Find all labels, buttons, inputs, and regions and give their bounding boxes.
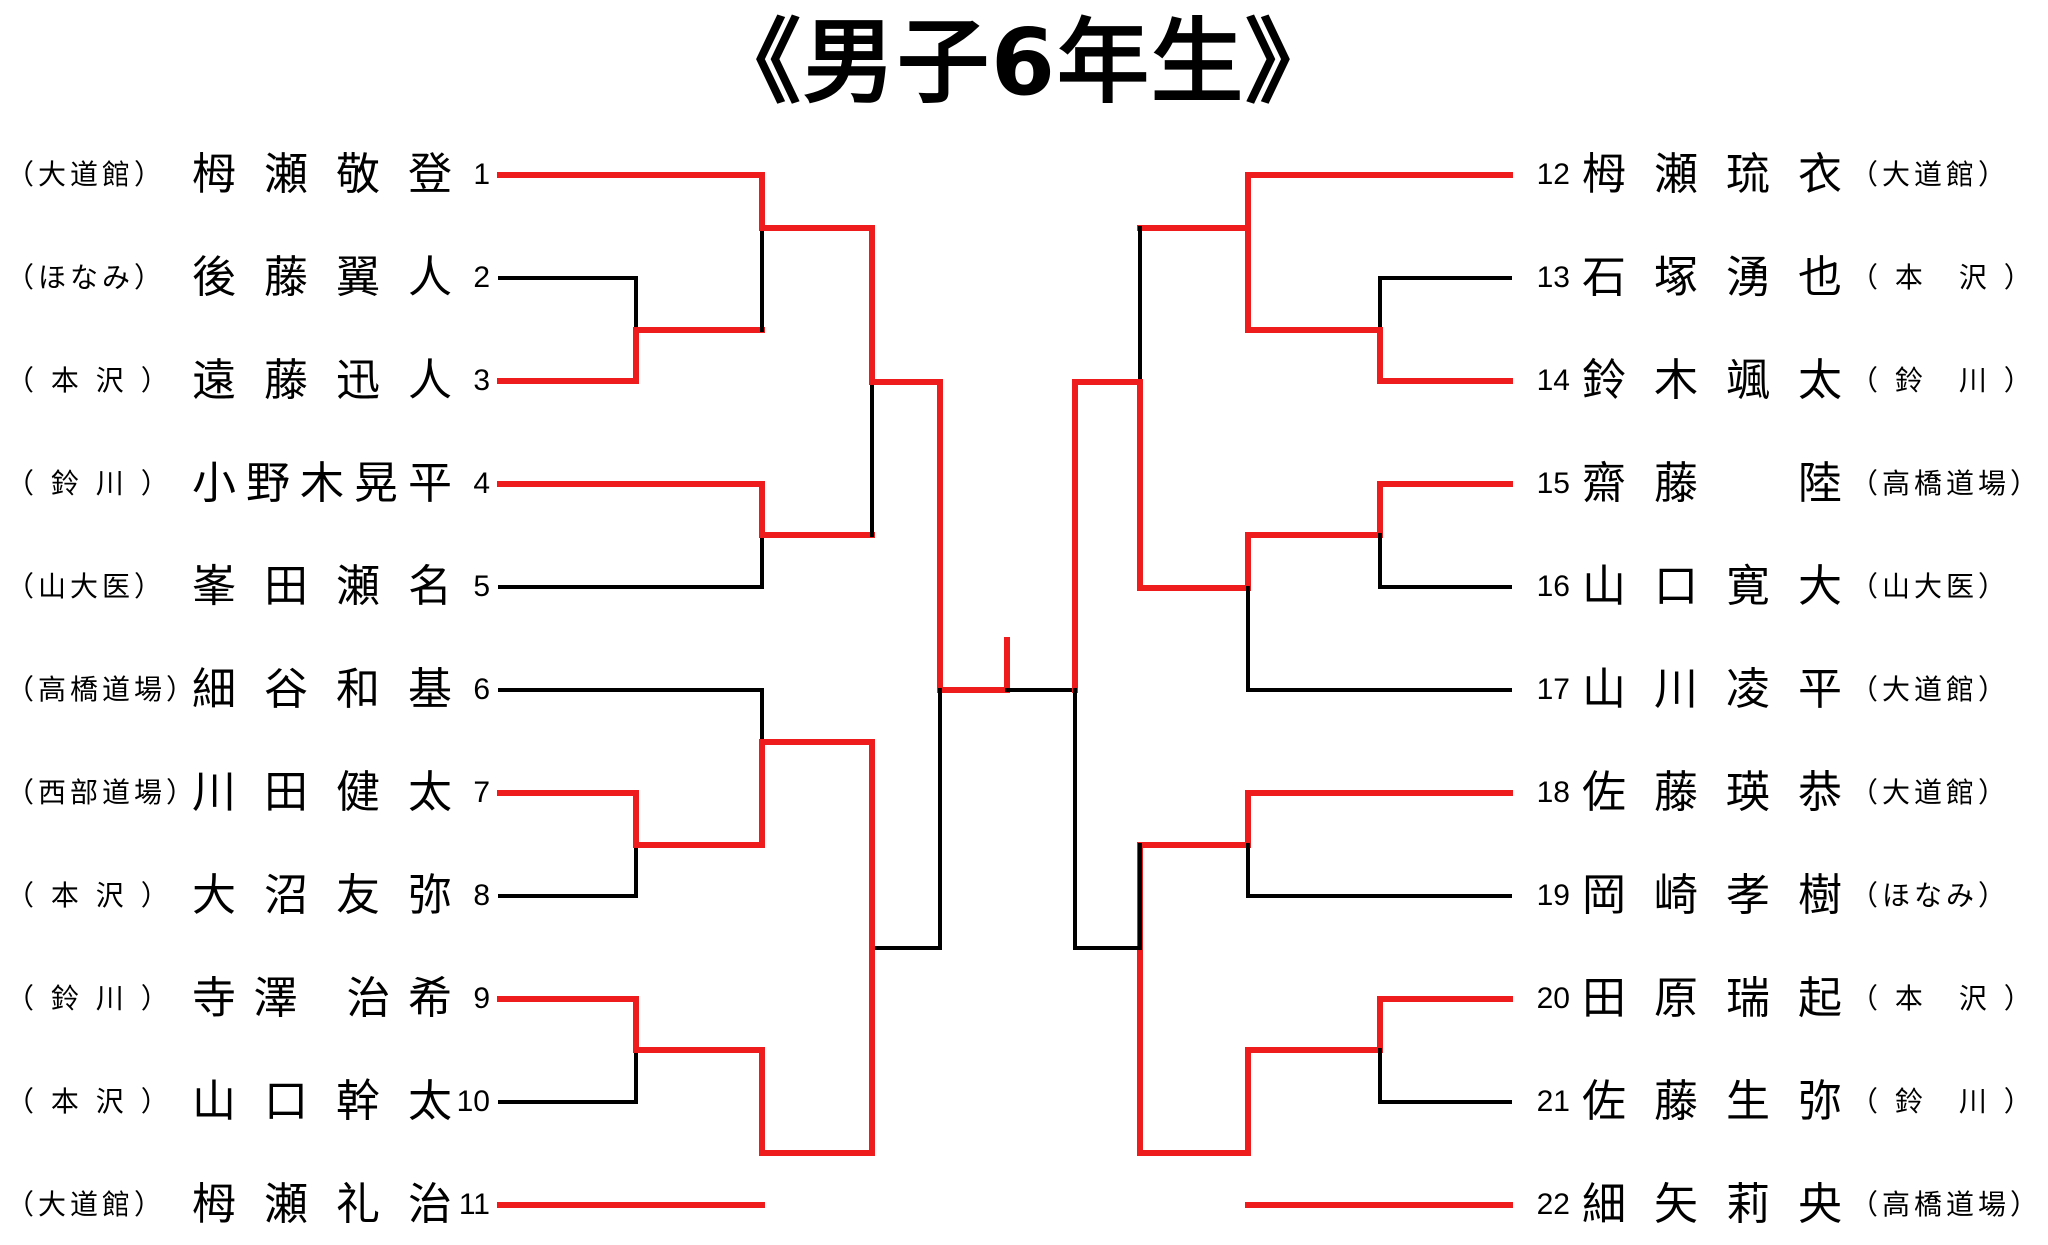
entrant-seed: 3 xyxy=(473,364,490,397)
entrant-row: （山大医） 峯田瀬名 5 xyxy=(0,547,2048,627)
entrant-row: （ 本 沢 ） 遠藤迅人 3 xyxy=(0,341,2048,421)
entrant-name: 細谷和基 xyxy=(192,664,452,715)
entrant-row: （ 鈴 川 ）佐藤生弥 21 xyxy=(0,1062,2048,1142)
entrant-row: （ 本 沢 ）石塚湧也 13 xyxy=(0,238,2048,318)
entrant-seed: 10 xyxy=(456,1085,490,1118)
entrant-name: 小野木晃平 xyxy=(192,458,452,509)
entrant-club: （ほなみ） xyxy=(1850,879,2011,912)
entrant-name: 寺澤 治希 xyxy=(192,973,452,1024)
entrant-club: （大道館） xyxy=(1850,158,2011,191)
entrant-club: （大道館） xyxy=(6,158,167,191)
entrant-seed: 13 xyxy=(1536,261,1570,294)
entrant-seed: 16 xyxy=(1536,570,1570,603)
entrant-seed: 15 xyxy=(1536,467,1570,500)
entrant-club: （大道館） xyxy=(6,1188,167,1221)
entrant-name: 佐藤生弥 xyxy=(1582,1076,1842,1127)
entrant-club: （高橋道場） xyxy=(1850,467,2043,500)
entrant-row: （西部道場）川田健太 7 xyxy=(0,753,2048,833)
entrant-club: （山大医） xyxy=(1850,570,2011,603)
entrant-seed: 2 xyxy=(473,261,490,294)
entrant-row: （ほなみ）岡崎孝樹 19 xyxy=(0,856,2048,936)
entrant-row: （大道館）山川凌平 17 xyxy=(0,650,2048,730)
entrant-club: （西部道場） xyxy=(6,776,199,809)
entrant-club: （大道館） xyxy=(1850,776,2011,809)
entrant-seed: 4 xyxy=(473,467,490,500)
entrant-row: （ 本 沢 ）田原瑞起 20 xyxy=(0,959,2048,1039)
entrant-seed: 6 xyxy=(473,673,490,706)
entrant-name: 細矢莉央 xyxy=(1582,1179,1842,1230)
entrant-club: （高橋道場） xyxy=(6,673,199,706)
entrant-name: 大沼友弥 xyxy=(192,870,452,921)
entrant-row: （高橋道場）細矢莉央 22 xyxy=(0,1165,2048,1245)
entrant-row: （ 鈴 川 ）鈴木颯太 14 xyxy=(0,341,2048,421)
entrant-name: 遠藤迅人 xyxy=(192,355,452,406)
entrant-row: （大道館） 栂瀬敬登 1 xyxy=(0,135,2048,215)
entrant-name: 後藤翼人 xyxy=(192,252,452,303)
entrant-seed: 19 xyxy=(1536,879,1570,912)
entrant-row: （ 鈴 川 ） 寺澤 治希 9 xyxy=(0,959,2048,1039)
entrant-club: （大道館） xyxy=(1850,673,2011,706)
entrant-club: （ 本 沢 ） xyxy=(1850,982,2036,1015)
entrant-name: 山口寛大 xyxy=(1582,561,1842,612)
entrant-seed: 9 xyxy=(473,982,490,1015)
entrant-name: 田原瑞起 xyxy=(1582,973,1842,1024)
entrant-seed: 8 xyxy=(473,879,490,912)
entrant-club: （高橋道場） xyxy=(1850,1188,2043,1221)
entrant-seed: 7 xyxy=(473,776,490,809)
entrant-name: 峯田瀬名 xyxy=(192,561,452,612)
entrant-club: （ 鈴 川 ） xyxy=(6,982,173,1015)
entrant-name: 岡崎孝樹 xyxy=(1582,870,1842,921)
entrant-seed: 20 xyxy=(1536,982,1570,1015)
entrant-name: 鈴木颯太 xyxy=(1582,355,1842,406)
entrant-club: （ 鈴 川 ） xyxy=(1850,1085,2036,1118)
entrant-seed: 11 xyxy=(458,1188,490,1221)
entrant-row: （高橋道場）細谷和基 6 xyxy=(0,650,2048,730)
entrant-seed: 17 xyxy=(1536,673,1570,706)
entrant-row: （ 鈴 川 ） 小野木晃平 4 xyxy=(0,444,2048,524)
entrant-club: （ 本 沢 ） xyxy=(6,879,173,912)
entrant-club: （山大医） xyxy=(6,570,167,603)
entrant-club: （ 本 沢 ） xyxy=(6,364,173,397)
entrant-seed: 21 xyxy=(1536,1085,1570,1118)
entrant-row: （ 本 沢 ） 大沼友弥 8 xyxy=(0,856,2048,936)
entrant-club: （ 本 沢 ） xyxy=(6,1085,173,1118)
entrant-name: 山川凌平 xyxy=(1582,664,1842,715)
entrant-name: 川田健太 xyxy=(192,767,452,818)
entrant-name: 栂瀬敬登 xyxy=(192,149,452,200)
entrant-row: （高橋道場）齋藤 陸 15 xyxy=(0,444,2048,524)
entrant-name: 佐藤瑛恭 xyxy=(1582,767,1842,818)
entrant-name: 齋藤 陸 xyxy=(1582,458,1842,509)
entrant-club: （ 本 沢 ） xyxy=(1850,261,2036,294)
entrant-club: （ 鈴 川 ） xyxy=(1850,364,2036,397)
entrant-seed: 14 xyxy=(1536,364,1570,397)
entrant-name: 石塚湧也 xyxy=(1582,252,1842,303)
entrant-seed: 5 xyxy=(473,570,490,603)
entrant-seed: 1 xyxy=(473,158,490,191)
entrant-row: （ほなみ） 後藤翼人 2 xyxy=(0,238,2048,318)
page-title: 《男子6年生》 xyxy=(708,9,1339,116)
entrant-seed: 12 xyxy=(1536,158,1570,191)
entrant-seed: 18 xyxy=(1536,776,1570,809)
entrant-club: （ほなみ） xyxy=(6,261,167,294)
entrant-row: （大道館）佐藤瑛恭 18 xyxy=(0,753,2048,833)
entrant-name: 栂瀬礼治 xyxy=(192,1179,452,1230)
entrant-name: 山口幹太 xyxy=(192,1076,452,1127)
entrant-club: （ 鈴 川 ） xyxy=(6,467,173,500)
entrant-name: 栂瀬琉衣 xyxy=(1582,149,1842,200)
entrant-seed: 22 xyxy=(1536,1188,1570,1221)
